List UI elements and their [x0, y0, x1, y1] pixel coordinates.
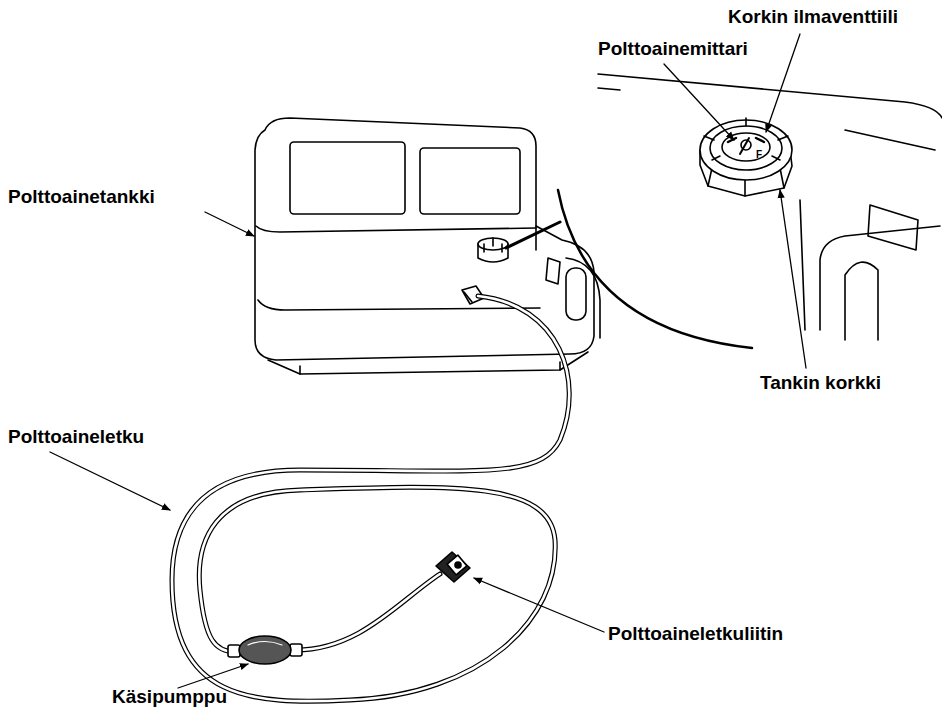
tank-cap	[700, 118, 792, 196]
gauge-mark: F	[756, 149, 762, 161]
part-label: Korkin ilmaventtiili	[728, 6, 898, 28]
part-label: Polttoainemittari	[598, 38, 748, 60]
part-label: Polttoaineletku	[8, 426, 144, 448]
hand-pump	[228, 636, 302, 664]
part-label: Polttoainetankki	[8, 186, 155, 208]
part-label: Käsipumppu	[112, 686, 227, 708]
hose-connector	[436, 552, 470, 582]
gauge-needle	[740, 138, 749, 154]
inset-tank-top	[598, 74, 942, 340]
zoom-line	[506, 222, 560, 248]
part-label: Tankin korkki	[760, 372, 881, 394]
part-label: Polttoaineletkuliitin	[608, 623, 783, 645]
fuel-hose	[172, 296, 569, 701]
leader-lines	[50, 34, 806, 688]
inset-border	[558, 190, 752, 348]
